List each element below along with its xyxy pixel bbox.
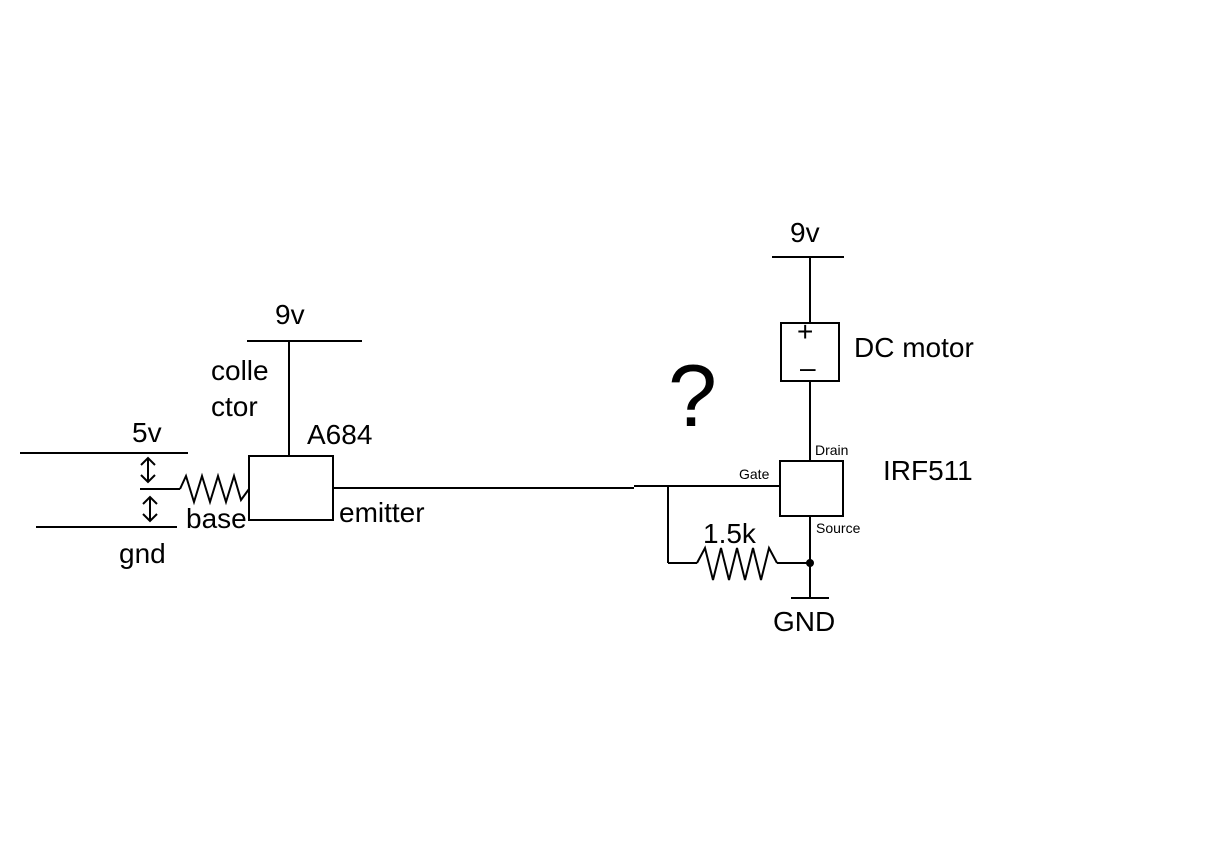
base-resistor (179, 472, 250, 506)
collector-label-line2: ctor (211, 391, 258, 422)
input-ground-label: gnd (119, 538, 166, 569)
drain-label: Drain (815, 442, 849, 458)
pulldown-resistor-1-5k (696, 545, 778, 581)
ground-right-label: GND (773, 606, 836, 637)
supply-right-label: 9v (790, 217, 820, 248)
mosfet-irf511 (779, 460, 844, 517)
transistor-a684 (248, 455, 334, 521)
resistor-value-label: 1.5k (703, 518, 756, 549)
emitter-label: emitter (339, 497, 425, 528)
gate-label: Gate (739, 466, 770, 482)
transistor-name-label: A684 (307, 419, 373, 450)
source-label: Source (816, 520, 861, 536)
supply-left-label: 9v (275, 299, 305, 330)
motor-plus-sign: + (797, 316, 814, 347)
question-mark: ? (668, 346, 717, 445)
motor-minus-sign: – (800, 352, 816, 383)
motor-label: DC motor (854, 332, 974, 363)
base-label: base (186, 503, 247, 534)
mosfet-name-label: IRF511 (883, 455, 973, 486)
voltage-arrow-lower (142, 495, 158, 523)
input-voltage-label: 5v (132, 417, 162, 448)
collector-label-line1: colle (211, 355, 269, 386)
voltage-arrow-upper (140, 456, 156, 484)
